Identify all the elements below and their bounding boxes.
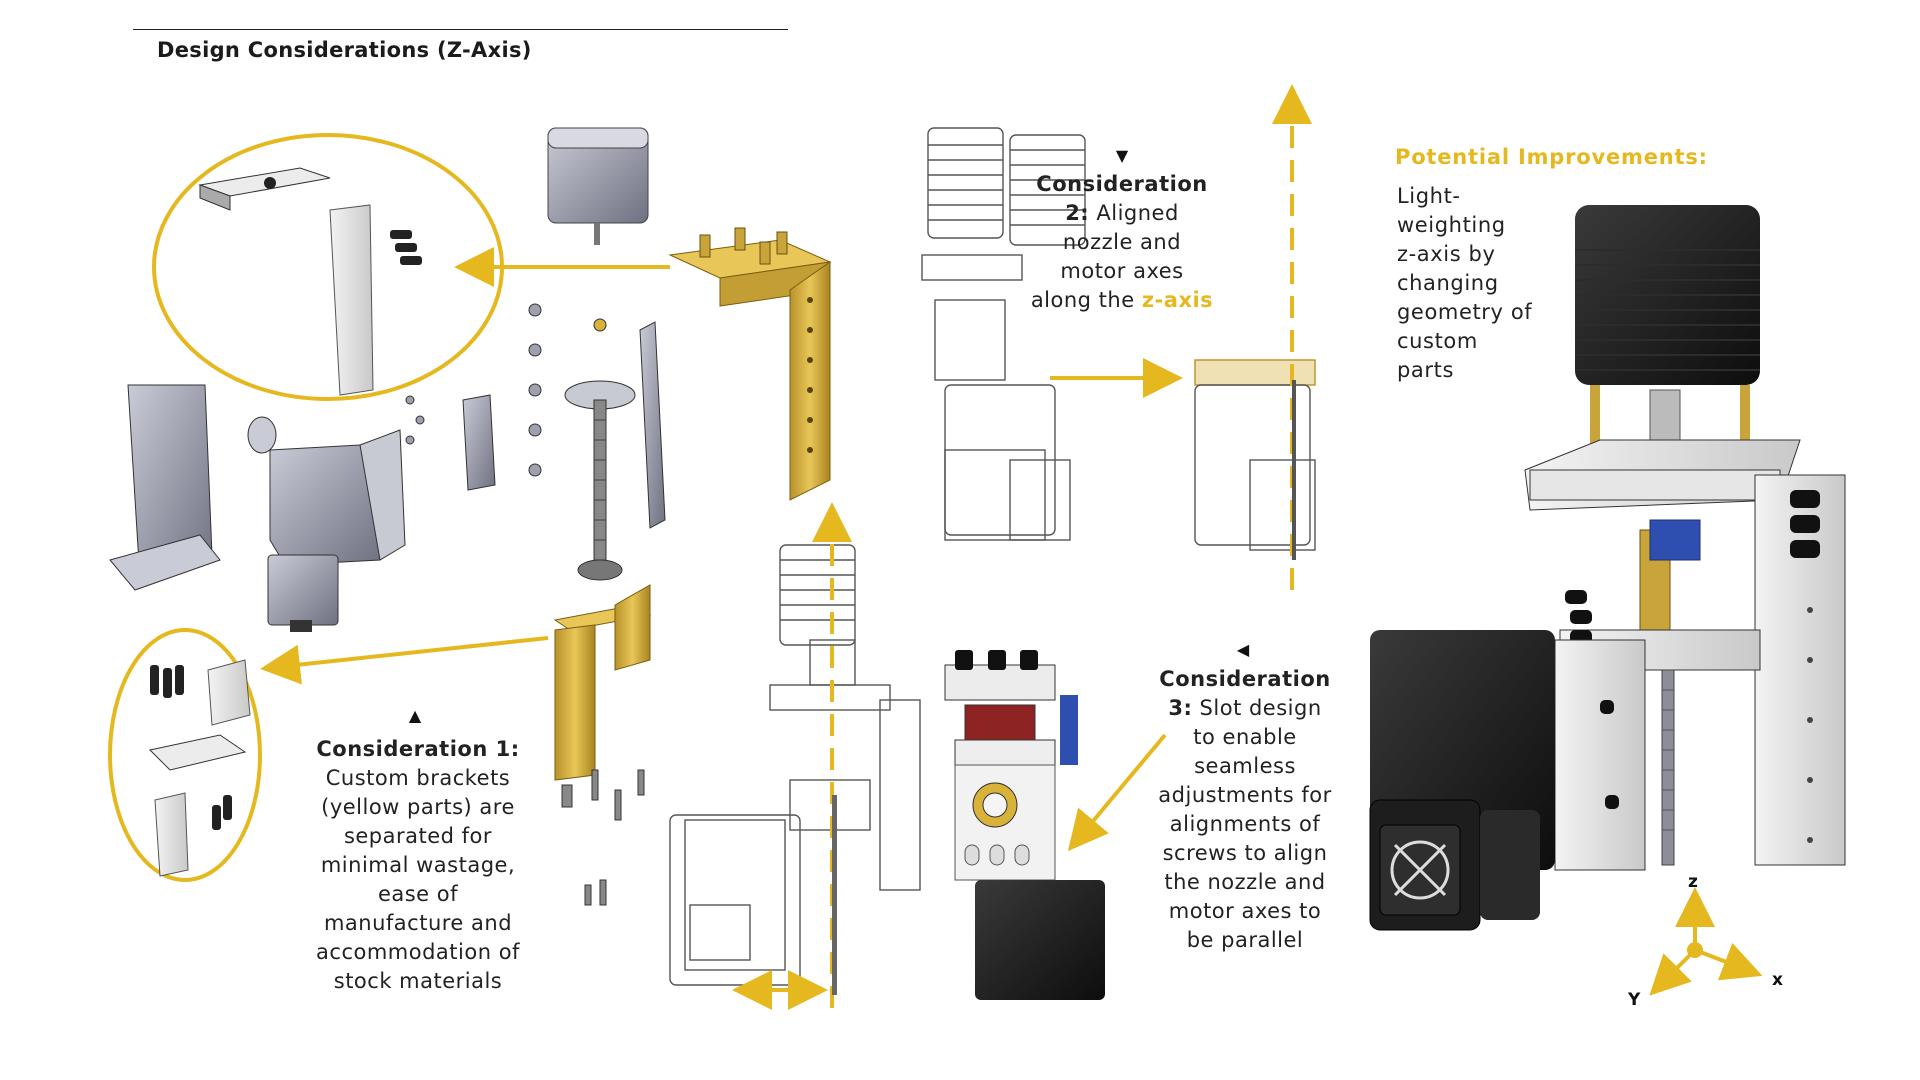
consideration-3-line: the nozzle and <box>1164 870 1326 894</box>
consideration-1-text: Consideration 1: Custom brackets (yellow… <box>268 735 568 996</box>
consideration-1-marker: ▲ <box>408 706 422 725</box>
consideration-3-line: screws to align <box>1162 841 1328 865</box>
consideration-3-line: alignments of <box>1169 812 1321 836</box>
improvements-line: parts <box>1397 358 1455 382</box>
consideration-1-line: minimal wastage, <box>320 853 516 877</box>
consideration-1-line: accommodation of <box>316 940 520 964</box>
consideration-1-line: stock materials <box>333 969 503 993</box>
assembly-outline-top <box>921 127 1316 551</box>
consideration-3-line: be parallel <box>1186 928 1304 952</box>
consideration-2-text: Consideration 2: Aligned nozzle and moto… <box>1012 170 1232 315</box>
consideration-3-line: Slot design <box>1192 696 1322 720</box>
improvements-line: geometry of <box>1397 300 1533 324</box>
consideration-1-line: manufacture and <box>323 911 513 935</box>
consideration-3-line: motor axes to <box>1168 899 1322 923</box>
consideration-3-line: adjustments for <box>1158 783 1332 807</box>
rendered-assembly <box>1369 205 1846 931</box>
zoom-circle-top <box>152 133 504 401</box>
improvements-line: Light- <box>1397 184 1461 208</box>
consideration-1-line: separated for <box>343 824 493 848</box>
lower-screws-part <box>561 769 645 906</box>
exploded-view <box>109 127 832 906</box>
stepper-motor-part <box>547 127 649 245</box>
consideration-2-line: nozzle and <box>1062 230 1182 254</box>
improvements-title: Potential Improvements: <box>1395 145 1708 169</box>
consideration-1-line: (yellow parts) are <box>321 795 515 819</box>
consideration-1-heading: Consideration 1: <box>316 737 520 761</box>
axes-triad <box>1649 887 1763 996</box>
assembly-outline-center <box>669 544 921 986</box>
consideration-2-line: along the <box>1030 288 1142 312</box>
consideration-3-line: to enable <box>1193 725 1297 749</box>
consideration-3-heading: Consideration <box>1159 667 1331 691</box>
title-rule <box>133 29 788 30</box>
exploded-arrows <box>260 247 670 685</box>
top-lead-screw <box>1292 380 1296 560</box>
axis-label-z: z <box>1688 872 1698 892</box>
upper-gold-bracket <box>668 227 832 501</box>
improvements-line: custom <box>1397 329 1478 353</box>
lower-gold-bracket <box>553 584 652 781</box>
consideration-3-text: Consideration 3: Slot design to enable s… <box>1135 665 1355 955</box>
improvements-line: z-axis by <box>1397 242 1496 266</box>
z-axis-highlight: z-axis <box>1141 288 1214 312</box>
consideration-2-heading: Consideration <box>1036 172 1208 196</box>
consideration-3-number: 3: <box>1168 696 1193 720</box>
consideration-2-number: 2: <box>1065 201 1090 225</box>
zoom-circle-bottom <box>108 628 262 882</box>
screws-part <box>405 303 607 477</box>
cover-plate-part <box>109 384 221 591</box>
improvements-line: weighting <box>1397 213 1506 237</box>
improvements-text: Light- weighting z-axis by changing geom… <box>1397 182 1597 385</box>
slider-block-part <box>462 394 496 491</box>
page-title: Design Considerations (Z-Axis) <box>157 38 532 62</box>
center-lead-screw <box>832 795 837 995</box>
lead-screw-part <box>564 380 636 581</box>
linear-rail-part <box>639 321 666 529</box>
axis-label-y: Y <box>1628 990 1641 1010</box>
consideration-1-line: ease of <box>377 882 459 906</box>
consideration-3-line: seamless <box>1194 754 1296 778</box>
extruder-motor-part <box>247 416 406 632</box>
consideration-2-marker: ▼ <box>1115 146 1129 165</box>
slot-design-assembly <box>944 650 1105 1000</box>
consideration-1-line: Custom brackets <box>325 766 511 790</box>
improvements-line: changing <box>1397 271 1499 295</box>
consideration-2-line: Aligned <box>1089 201 1179 225</box>
consideration-3-marker: ◀ <box>1236 640 1250 659</box>
axis-label-x: x <box>1772 970 1783 990</box>
consideration-2-line: motor axes <box>1060 259 1184 283</box>
